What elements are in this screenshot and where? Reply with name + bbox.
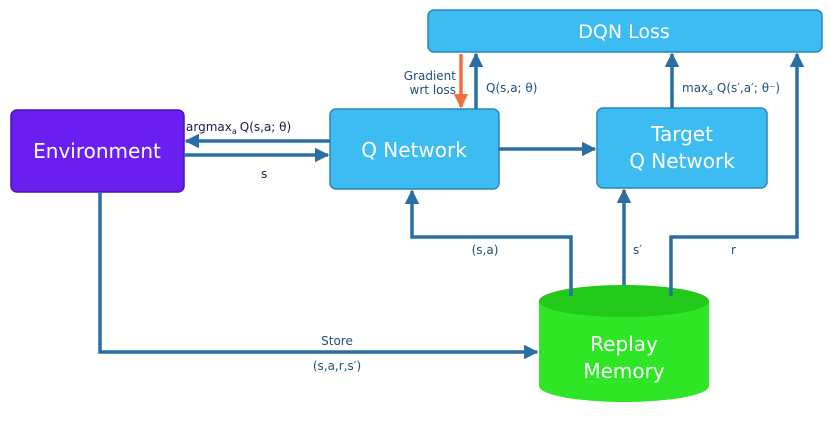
target-q-network-box: Target Q Network <box>596 107 768 189</box>
s-prime-label: s′ <box>633 243 642 257</box>
target-max-label: maxa′Q(s′,a′; θ⁻) <box>682 81 780 97</box>
target-label-line1: Target <box>650 122 713 146</box>
replay-memory-cylinder: Replay Memory <box>539 285 709 402</box>
dqn-loss-label: DQN Loss <box>578 21 670 43</box>
gradient-label-line2: wrt loss <box>410 83 456 97</box>
store-label-line2: (s,a,r,s′) <box>313 359 361 373</box>
q-network-box: Q Network <box>329 108 500 190</box>
sa-arrow <box>404 189 573 296</box>
environment-box: Environment <box>10 109 185 193</box>
sa-label: (s,a) <box>472 243 499 257</box>
copy-label-line2: N updates <box>515 152 576 166</box>
dqn-loss-box: DQN Loss <box>427 9 823 53</box>
q-value-label: Q(s,a; θ) <box>486 81 537 95</box>
state-label: s <box>261 167 267 181</box>
copy-label-line1: Copy every <box>512 132 580 146</box>
reward-arrow <box>669 52 805 296</box>
reward-label: r <box>731 243 736 257</box>
replay-label-line1: Replay <box>590 332 658 356</box>
store-label-line1: Store <box>321 334 353 348</box>
environment-label: Environment <box>33 139 161 163</box>
gradient-label-line1: Gradient <box>404 69 457 83</box>
store-arrow <box>98 192 539 360</box>
q-network-label: Q Network <box>361 138 467 162</box>
target-label-line2: Q Network <box>629 149 735 173</box>
replay-label-line2: Memory <box>583 359 665 383</box>
